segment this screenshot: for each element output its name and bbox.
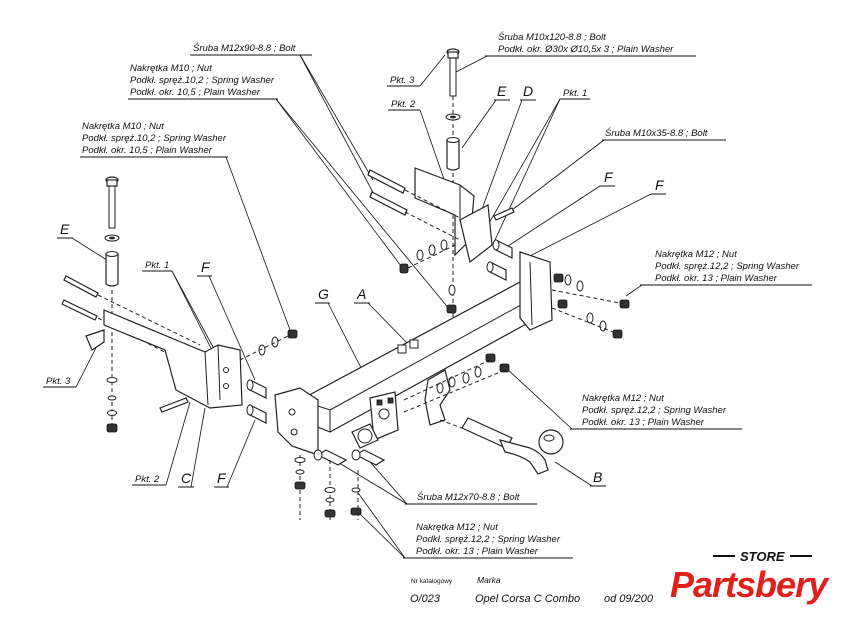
logo-name-text: Partsbery xyxy=(670,564,830,605)
callout-nut-m10-b: Nakrętka M10 ; Nut Podkł. spręż.10,2 ; S… xyxy=(80,121,228,158)
label-e-top: E xyxy=(497,83,507,99)
callout-line: Nakrętka M12 ; Nut xyxy=(582,393,664,404)
callout-nut-m12-bottom: Nakrętka M12 ; Nut Podkł. spręż.12,2 ; S… xyxy=(403,522,573,559)
callout-line: Podkł. okr. 13 ; Plain Washer xyxy=(655,273,778,284)
footer-info: Nr katalogowy Marka O/023 Opel Corsa C C… xyxy=(410,575,654,605)
label-f-right2: F xyxy=(655,177,665,193)
part-labels: Pkt. 3 Pkt. 2 E D Pkt. 1 F F E Pkt. 1 F … xyxy=(43,75,666,488)
main-crossbar xyxy=(274,251,630,456)
catalog-number-label: Nr katalogowy xyxy=(411,578,453,585)
callout-line: Podkł. okr. 13 ; Plain Washer xyxy=(416,546,539,557)
label-b: B xyxy=(593,469,602,485)
label-a: A xyxy=(356,286,366,302)
callout-nut-m10-a: Nakrętka M10 ; Nut Podkł. spręż.10,2 ; S… xyxy=(128,63,278,100)
callout-bolt-m12x90-text: Śruba M12x90-8.8 ; Bolt xyxy=(193,42,296,54)
callout-line: Podkł. spręż.10,2 ; Spring Washer xyxy=(82,133,227,144)
brand-label: Marka xyxy=(477,575,501,585)
callout-bolt-m10x35-text: Śruba M10x35-8.8 ; Bolt xyxy=(605,127,708,139)
label-pkt2-top: Pkt. 2 xyxy=(391,99,416,110)
label-g: G xyxy=(318,286,329,302)
label-d-top: D xyxy=(523,83,533,99)
callout-line: Podkł. okr. 13 ; Plain Washer xyxy=(582,417,705,428)
callout-line: Podkł. spręż.12,2 ; Spring Washer xyxy=(416,534,561,545)
label-pkt3-top: Pkt. 3 xyxy=(390,75,415,86)
label-f-bottom: F xyxy=(217,470,227,486)
partsbery-logo: STORE Partsbery xyxy=(670,549,831,605)
left-side-bracket xyxy=(103,309,298,424)
top-bolt-assembly xyxy=(414,48,493,320)
label-pkt1-top: Pkt. 1 xyxy=(563,88,587,99)
label-e-left: E xyxy=(60,221,70,237)
callout-line: Podkł. okr. 10,5 ; Plain Washer xyxy=(130,87,261,98)
callout-bolt-m10x35: Śruba M10x35-8.8 ; Bolt xyxy=(602,127,726,141)
label-f-right1: F xyxy=(604,169,614,185)
brand-value: Opel Corsa C Combo xyxy=(475,593,580,605)
label-pkt2-bottom: Pkt. 2 xyxy=(135,474,160,485)
callout-line: Podkł. okr. Ø30x Ø10,5x 3 ; Plain Washer xyxy=(498,44,674,55)
lower-bolts-and-nuts xyxy=(294,353,510,520)
callout-line: Podkł. spręż.12,2 ; Spring Washer xyxy=(655,261,800,272)
callout-line: Śruba M10x120-8.8 ; Bolt xyxy=(498,31,606,43)
callout-bolt-m10x120: Śruba M10x120-8.8 ; Bolt Podkł. okr. Ø30… xyxy=(485,31,696,57)
label-f-left: F xyxy=(201,259,211,275)
callout-bolt-m12x70: Śruba M12x70-8.8 ; Bolt xyxy=(405,491,537,505)
callout-line: Nakrętka M12 ; Nut xyxy=(416,522,498,533)
tow-ball-neck xyxy=(439,417,564,475)
right-upper-bolts xyxy=(367,169,515,314)
catalog-number-value: O/023 xyxy=(410,593,441,605)
callout-bolt-m12x70-text: Śruba M12x70-8.8 ; Bolt xyxy=(417,491,520,503)
callout-line: Nakrętka M10 ; Nut xyxy=(130,63,212,74)
callout-line: Nakrętka M10 ; Nut xyxy=(82,121,164,132)
label-pkt3-left: Pkt. 3 xyxy=(46,376,71,387)
callout-nut-m12-right: Nakrętka M12 ; Nut Podkł. spręż.12,2 ; S… xyxy=(640,249,812,286)
date-value: od 09/200 xyxy=(604,593,654,605)
callout-bolt-m12x90: Śruba M12x90-8.8 ; Bolt xyxy=(190,42,312,56)
left-bolt-assembly xyxy=(61,176,201,433)
callout-line: Podkł. okr. 10,5 ; Plain Washer xyxy=(82,145,213,156)
callout-line: Nakrętka M12 ; Nut xyxy=(655,249,737,260)
callout-line: Podkł. spręż.10,2 ; Spring Washer xyxy=(130,75,275,86)
logo-store-text: STORE xyxy=(740,549,785,564)
label-c: C xyxy=(181,470,192,486)
hitch-socket-plate xyxy=(351,369,451,449)
callout-line: Podkł. spręż.12,2 ; Spring Washer xyxy=(582,405,727,416)
callout-nut-m12-mid: Nakrętka M12 ; Nut Podkł. spręż.12,2 ; S… xyxy=(570,393,742,430)
label-pkt1-left: Pkt. 1 xyxy=(145,260,169,271)
